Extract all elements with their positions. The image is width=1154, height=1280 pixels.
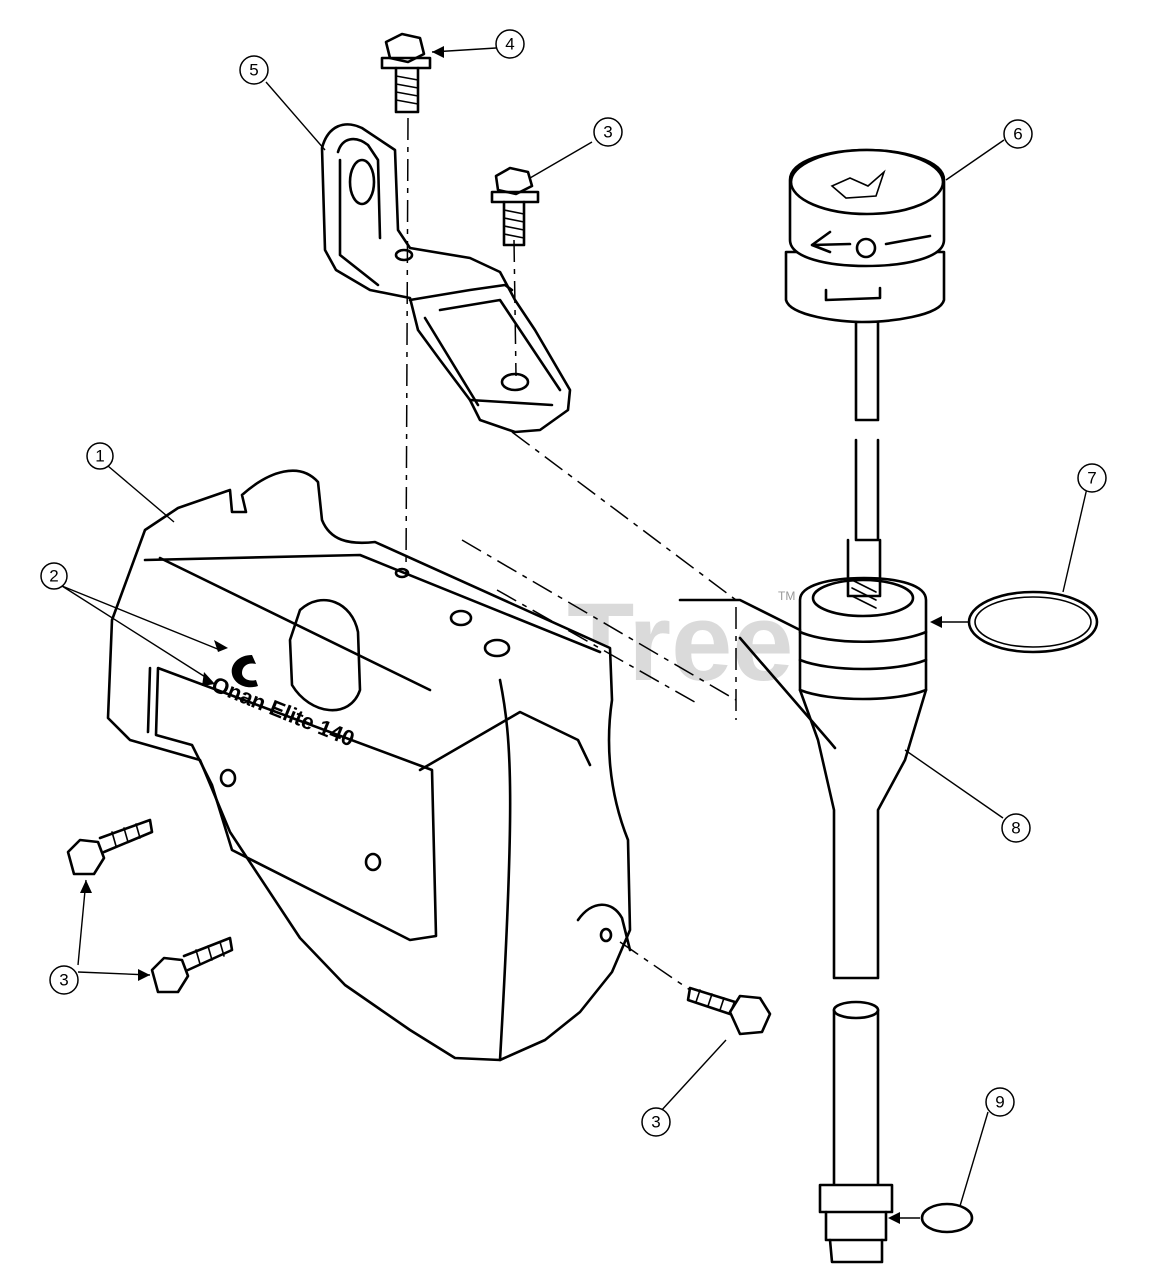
o-ring-part-9[interactable] — [920, 1202, 974, 1234]
callout-1: 1 — [86, 442, 114, 470]
leader-lines — [61, 47, 1088, 1219]
bolt-part-4[interactable] — [380, 32, 432, 114]
callout-7-label: 7 — [1087, 469, 1096, 488]
callout-4-label: 4 — [505, 35, 514, 54]
callout-3-right: 3 — [641, 1107, 671, 1137]
bolt-part-3-bracket[interactable] — [490, 166, 540, 247]
bolt-part-3-right[interactable] — [686, 986, 772, 1036]
alignment-lines — [405, 117, 737, 991]
mounting-bracket-part-5[interactable] — [320, 123, 572, 434]
callout-3-left: 3 — [49, 965, 79, 995]
callout-2: 2 — [40, 562, 68, 590]
callout-6: 6 — [1003, 119, 1033, 149]
callout-3-right-label: 3 — [651, 1113, 660, 1132]
callout-9: 9 — [985, 1087, 1015, 1117]
bolt-part-3-left-upper[interactable] — [66, 818, 154, 876]
arrowheads — [80, 46, 942, 1224]
engine-cover-part-1[interactable] — [106, 469, 632, 1062]
callout-8-label: 8 — [1011, 819, 1020, 838]
o-ring-part-7[interactable] — [967, 590, 1099, 654]
dipstick-cap-part-6[interactable] — [784, 148, 946, 542]
callout-3-bracket: 3 — [593, 117, 623, 147]
callout-1-label: 1 — [95, 447, 104, 466]
callout-3-left-label: 3 — [59, 971, 68, 990]
fill-tube-part-8[interactable] — [678, 538, 928, 1264]
watermark-trademark: TM — [778, 589, 795, 603]
callout-4: 4 — [495, 29, 525, 59]
callout-5: 5 — [239, 55, 269, 85]
callout-9-label: 9 — [995, 1093, 1004, 1112]
bolt-part-3-left-lower[interactable] — [150, 936, 234, 994]
callout-8: 8 — [1001, 813, 1031, 843]
callout-2-label: 2 — [49, 567, 58, 586]
callout-5-label: 5 — [249, 61, 258, 80]
callout-6-label: 6 — [1013, 125, 1022, 144]
callout-3-bracket-label: 3 — [603, 123, 612, 142]
callout-7: 7 — [1077, 463, 1107, 493]
